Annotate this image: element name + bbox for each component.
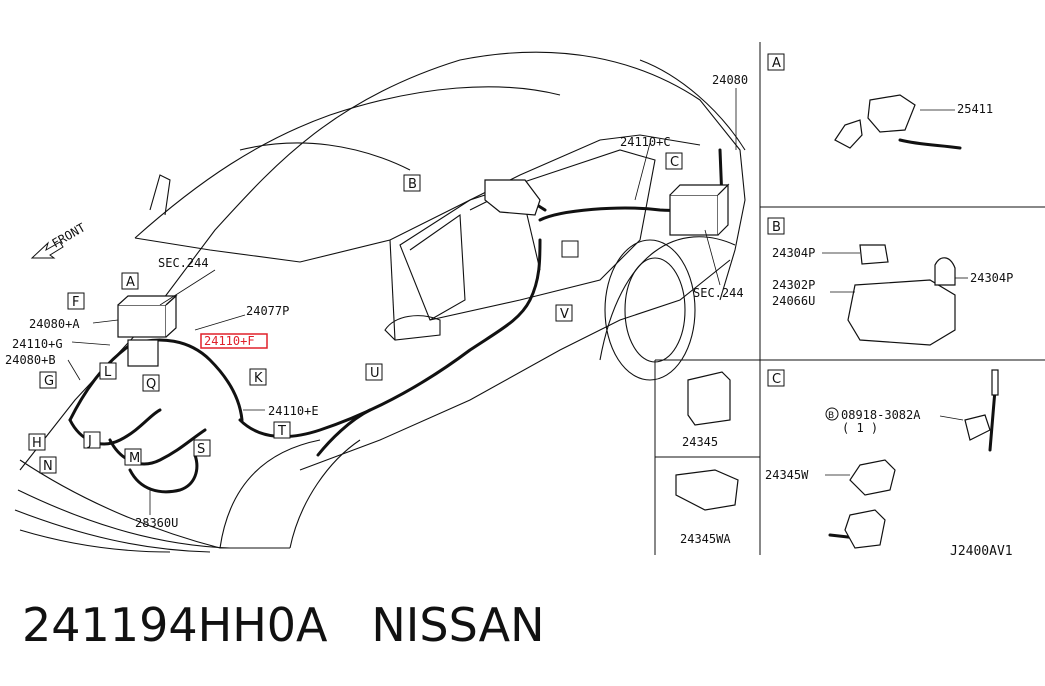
label-sec244-right: SEC.244 <box>693 286 744 300</box>
callout-g: H <box>32 436 42 451</box>
callout-j: K <box>254 371 263 386</box>
label-24110g: 24110+G <box>12 337 63 351</box>
label-24110e: 24110+E <box>268 404 319 418</box>
label-24080b: 24080+B <box>5 353 56 367</box>
components <box>117 94 999 549</box>
label-24110c: 24110+C <box>620 135 671 149</box>
footer: 241194HH0A NISSAN <box>22 598 545 652</box>
front-arrow: FRONT <box>30 220 88 259</box>
bolt-mark-circle <box>825 407 839 421</box>
highlight-box-24110f <box>200 333 268 349</box>
callout-l: M <box>129 451 140 466</box>
callout-a: A <box>126 275 135 290</box>
callout-c: C <box>670 155 679 170</box>
callout-q: S <box>197 442 205 457</box>
callout-d: F <box>72 295 79 310</box>
callout-u: V <box>560 307 569 322</box>
detail-c-letter: C <box>772 372 781 387</box>
label-24066u: 24066U <box>772 294 815 308</box>
callout-f: G <box>44 374 54 389</box>
label-24345w: 24345W <box>765 468 809 482</box>
label-25411: 25411 <box>957 102 993 116</box>
callout-k: L <box>104 365 112 380</box>
callout-t: U <box>370 366 380 381</box>
detail-a-letter: A <box>772 56 781 71</box>
callout-letters: A F G L K H J M N Q S T U V B C A B C <box>32 56 781 474</box>
callout-boxes <box>28 53 785 474</box>
drawing-code: J2400AV1 <box>950 544 1013 559</box>
callout-n: Q <box>146 377 156 392</box>
label-24077p: 24077P <box>246 304 289 318</box>
label-24080a: 24080+A <box>29 317 80 331</box>
label-24304p-left: 24304P <box>772 246 815 260</box>
label-24345wa: 24345WA <box>680 532 731 546</box>
label-28360u: 28360U <box>135 516 178 530</box>
label-sec244-top: SEC.244 <box>158 256 209 270</box>
label-qty: ( 1 ) <box>842 421 878 435</box>
brand-name: NISSAN <box>371 598 545 652</box>
label-24302p: 24302P <box>772 278 815 292</box>
label-24304p-right: 24304P <box>970 271 1013 285</box>
callout-m: N <box>43 459 53 474</box>
callout-b: B <box>408 177 417 192</box>
detail-frames <box>654 42 1045 555</box>
label-24110f: 24110+F <box>204 334 255 348</box>
leader-lines <box>67 88 968 515</box>
callout-h: J <box>87 434 92 449</box>
front-label: FRONT <box>50 220 88 250</box>
bolt-mark: B <box>828 411 834 421</box>
callout-s: T <box>277 424 286 439</box>
label-24345: 24345 <box>682 435 718 449</box>
label-24080: 24080 <box>712 73 748 87</box>
part-number: 241194HH0A <box>22 598 328 652</box>
detail-b-letter: B <box>772 220 781 235</box>
label-08918: 08918-3082A <box>841 408 921 422</box>
